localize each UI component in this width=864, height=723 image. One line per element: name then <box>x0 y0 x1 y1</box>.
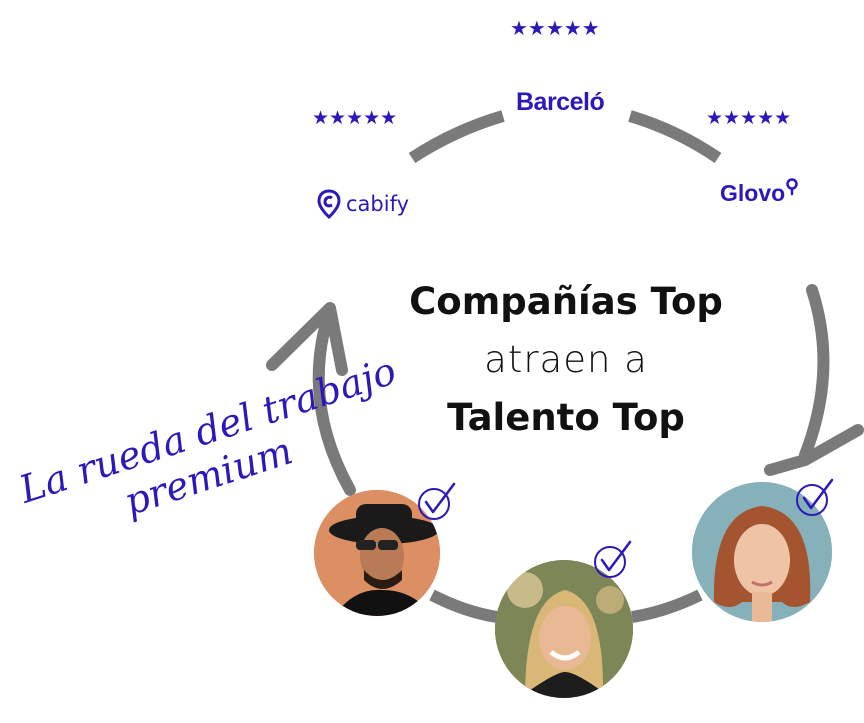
avatar-blonde-woman <box>495 560 633 698</box>
glovo-wordmark: Glovo <box>720 180 786 206</box>
top-arc-left <box>408 110 505 164</box>
left-arc-arrow <box>312 304 356 496</box>
headline-line-3: Talento Top <box>447 396 685 439</box>
check-icon <box>796 478 834 516</box>
left-arrowhead <box>266 302 348 376</box>
headline-line-2: atraen a <box>484 338 648 381</box>
bottom-arc-left <box>429 589 498 623</box>
rating-stars-left: ★★★★★ <box>312 107 398 129</box>
rating-stars-right: ★★★★★ <box>706 107 792 129</box>
headline: Compañías Top atraen a Talento Top <box>380 280 752 439</box>
glovo-pin-icon <box>786 178 798 196</box>
headline-line-1: Compañías Top <box>409 280 723 323</box>
cabify-wordmark: cabify <box>346 192 410 216</box>
top-arc-right <box>628 110 722 163</box>
check-icon <box>418 482 456 520</box>
check-icon <box>594 540 632 578</box>
cabify-logo: cabify <box>316 188 409 220</box>
bottom-arc-right <box>631 589 703 623</box>
rating-stars-top: ★★★★★ <box>510 16 600 40</box>
right-arc-arrow <box>799 284 830 461</box>
right-arrowhead <box>764 424 864 476</box>
glovo-logo: Glovo <box>720 178 799 207</box>
cabify-pin-icon <box>317 189 341 220</box>
barcelo-logo: Barceló <box>516 88 605 116</box>
